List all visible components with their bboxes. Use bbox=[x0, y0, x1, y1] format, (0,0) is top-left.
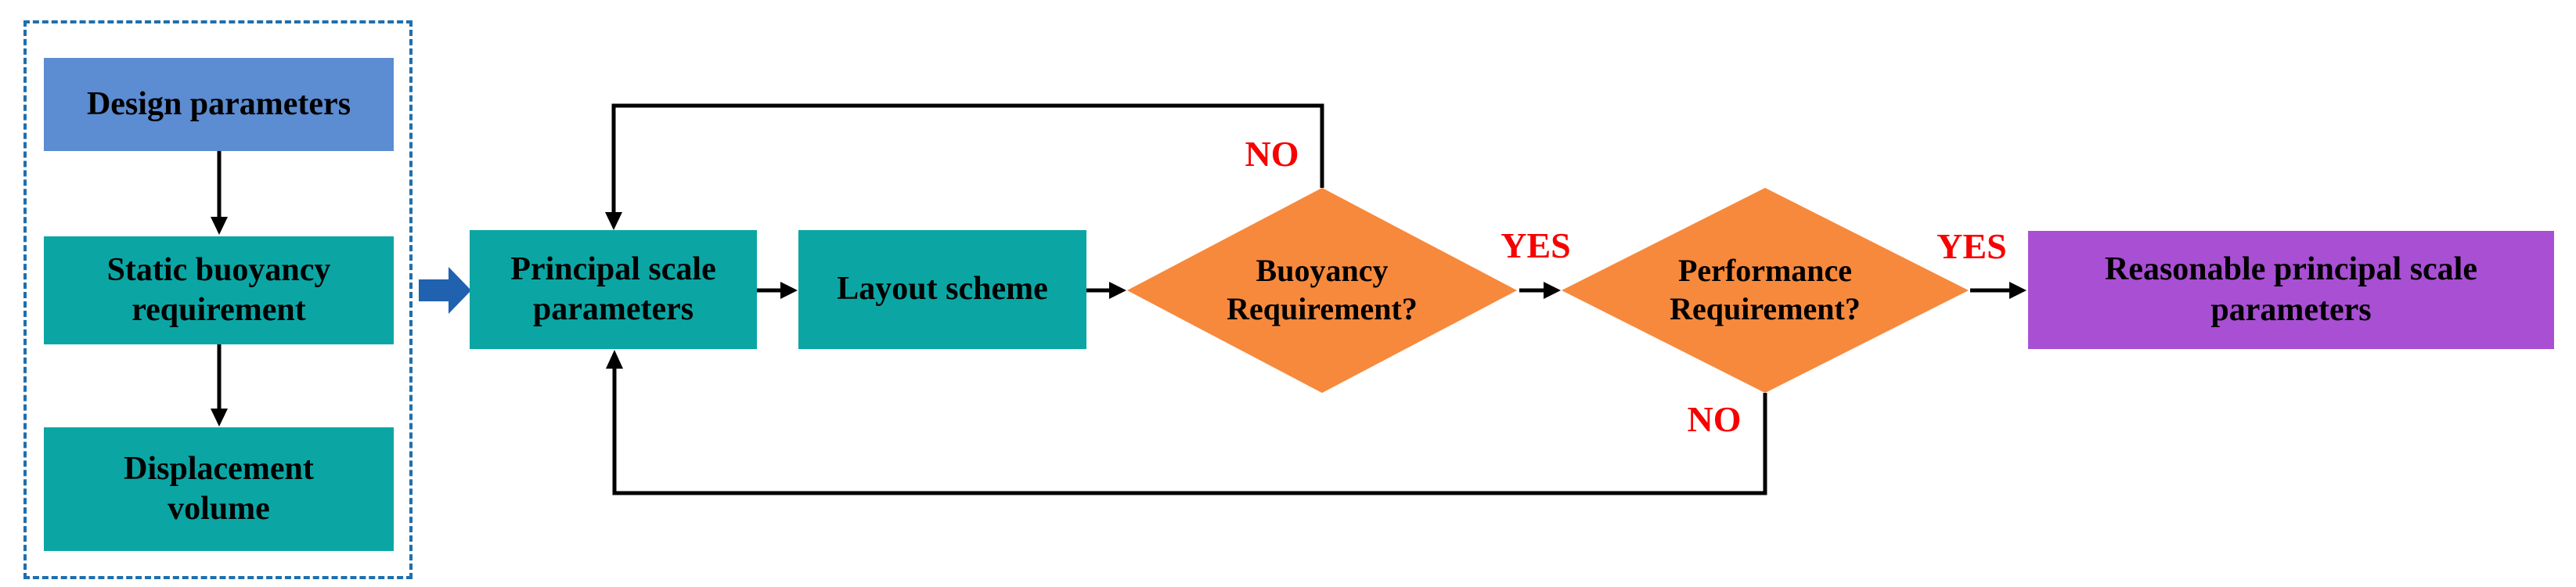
loop-performance-no bbox=[612, 367, 1767, 495]
arrowhead-buoyancy-to-performance-icon bbox=[1544, 282, 1561, 299]
node-performance-requirement-label: Performance Requirement? bbox=[1670, 253, 1861, 326]
input-group-dashed-box bbox=[23, 20, 413, 579]
arrowhead-principal-to-layout-icon bbox=[780, 282, 798, 299]
arrowhead-performance-no-icon bbox=[606, 350, 623, 369]
node-layout-scheme: Layout scheme bbox=[798, 230, 1086, 349]
arrowhead-buoyancy-no-icon bbox=[605, 212, 622, 230]
edge-label-performance-no: NO bbox=[1687, 399, 1742, 439]
loop-buoyancy-no bbox=[611, 103, 1324, 214]
node-design-parameters-label: Design parameters bbox=[86, 85, 351, 122]
node-reasonable-principal-scale-parameters-label: Reasonable principal scale parameters bbox=[2104, 251, 2477, 328]
node-static-buoyancy-requirement-label: Static buoyancy requirement bbox=[106, 251, 331, 328]
node-layout-scheme-label: Layout scheme bbox=[837, 271, 1048, 308]
node-design-parameters: Design parameters bbox=[44, 58, 394, 151]
edge-label-buoyancy-no: NO bbox=[1245, 134, 1299, 174]
edge-label-performance-yes: YES bbox=[1937, 226, 2007, 266]
node-displacement-volume: Displacement volume bbox=[44, 427, 394, 551]
node-static-buoyancy-requirement: Static buoyancy requirement bbox=[44, 236, 394, 344]
node-principal-scale-parameters-label: Principal scale parameters bbox=[510, 250, 716, 327]
node-buoyancy-requirement-label: Buoyancy Requirement? bbox=[1227, 253, 1418, 326]
feed-arrow-icon bbox=[419, 267, 471, 314]
node-displacement-volume-label: Displacement volume bbox=[124, 450, 314, 527]
edge-label-buoyancy-yes: YES bbox=[1501, 225, 1571, 265]
node-buoyancy-requirement-decision: Buoyancy Requirement? bbox=[1127, 188, 1517, 393]
node-reasonable-principal-scale-parameters: Reasonable principal scale parameters bbox=[2028, 231, 2554, 349]
node-performance-requirement-decision: Performance Requirement? bbox=[1562, 188, 1969, 393]
arrowhead-performance-to-reasonable-icon bbox=[2009, 282, 2027, 299]
arrowhead-layout-to-buoyancy-icon bbox=[1109, 282, 1126, 299]
node-principal-scale-parameters: Principal scale parameters bbox=[470, 230, 757, 349]
